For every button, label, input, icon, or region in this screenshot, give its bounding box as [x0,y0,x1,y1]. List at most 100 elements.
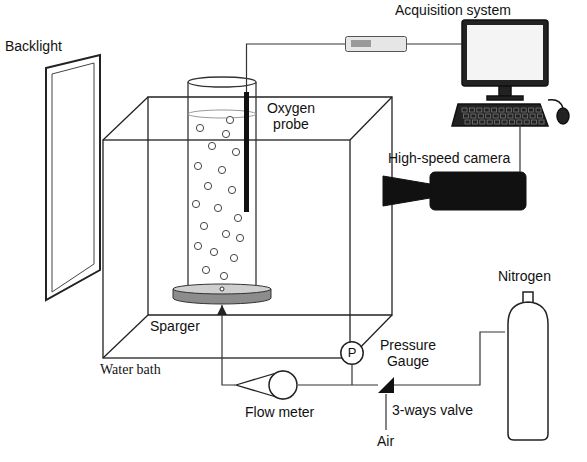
gas-bubbles-part [194,162,201,169]
probe-rod [244,92,249,212]
keyboard-keys-part [502,120,507,124]
part-label: Water bath [100,362,161,378]
gas-bubbles-part [214,204,221,211]
gas-bubbles-part [208,142,215,149]
gas-bubbles-part [220,272,227,279]
gas-pipes-part [385,394,386,430]
node-outline [345,36,407,52]
keyboard-keys-part [493,114,498,118]
nitrogen-cylinder: Nitrogen [505,292,551,440]
high-speed-camera [383,172,526,210]
valve-symbol [378,377,394,393]
gas-bubbles-part [218,166,225,173]
cylinder-body [508,302,548,440]
gas-bubbles-part [228,186,235,193]
flow-meter-body [269,371,297,399]
computer-part [487,96,523,100]
keyboard-keys-part [532,120,537,124]
part-label: Pressure Gauge [376,337,440,369]
keyboard-keys-part [495,120,500,124]
device-body [346,37,407,52]
water-bath-box-part [103,315,148,358]
bubble-column-part [187,82,188,287]
gas-bubbles [192,116,243,279]
gas-bubbles-part [192,200,199,207]
gas-bubbles-part [222,130,229,137]
keyboard-keys-part [487,120,492,124]
pipe-line [298,384,378,385]
sparger-disc: Sparger [172,283,272,305]
gas-bubbles-part [194,242,201,249]
gas-bubbles-part [230,254,237,261]
keyboard-keys [462,108,544,124]
keyboard-keys-part [538,114,543,118]
node-outline [172,283,272,305]
part-label: Nitrogen [498,268,551,284]
computer-part [462,20,548,86]
device-display [351,40,371,47]
keyboard-keys-part [480,120,485,124]
gas-pipes-part [351,365,352,385]
keyboard-keys-part [464,114,469,118]
keyboard-keys-part [508,114,513,118]
signal-cables-part [407,43,462,44]
high-speed-camera-part [383,176,430,206]
computer [452,20,569,126]
keyboard-keys-part [539,120,544,124]
keyboard-keys-part [529,108,534,112]
keyboard-keys-part [521,108,526,112]
computer-part [467,25,543,80]
gauge-dial [341,342,363,364]
signal-cables-part [519,127,520,172]
keyboard-keys-part [509,120,514,124]
node-outline [235,370,298,400]
gas-bubbles-part [204,182,211,189]
water-bath-box-part [103,97,148,140]
sparger-top [173,284,271,294]
keyboard-keys-part [515,114,520,118]
gas-pipes [352,365,386,430]
part-label: High-speed camera [388,150,510,166]
keyboard-keys-part [501,114,506,118]
gas-bubbles-part [234,214,241,221]
keyboard-keys-part [486,114,491,118]
part-label: 3-ways valve [392,402,473,418]
bubble-column [188,77,256,287]
keyboard-keys-part [499,108,504,112]
keyboard-keys-part [469,108,474,112]
computer-part [499,86,511,96]
pressure-gauge: Pressure GaugeP [340,341,364,365]
gauge-symbol: P [340,341,364,365]
gas-bubbles-part [202,266,209,273]
keyboard-keys-part [471,114,476,118]
gas-bubbles-part [232,148,239,155]
oxygen-probe: Oxygen probe [244,92,249,212]
three-way-valve: 3-ways valve [378,376,394,394]
gas-bubbles-part [222,230,229,237]
keyboard-keys-part [492,108,497,112]
pipe-line [247,44,346,92]
sparger-hole [220,287,224,291]
keyboard-keys-part [530,114,535,118]
part-label: Backlight [5,38,62,54]
inlet-label: Air [377,433,394,449]
part-label: Oxygen probe [260,100,322,132]
bubble-column-part [188,77,256,87]
gas-bubbles-part [236,234,243,241]
gas-bubbles-part [226,116,233,123]
backlight-frame-part [52,63,94,292]
node-outline [378,376,394,394]
part-label: Flow meter [245,404,314,420]
keyboard-keys-part [484,108,489,112]
keyboard-keys-part [478,114,483,118]
gas-bubbles-part [200,222,207,229]
keyboard-keys-part [536,108,541,112]
water-bath-box-part [148,97,392,315]
keyboard-keys-part [524,120,529,124]
keyboard-keys-part [523,114,528,118]
node-outline [244,92,249,212]
water-bath-box-part [350,97,392,140]
keyboard-keys-part [465,120,470,124]
node-outline [505,292,551,440]
